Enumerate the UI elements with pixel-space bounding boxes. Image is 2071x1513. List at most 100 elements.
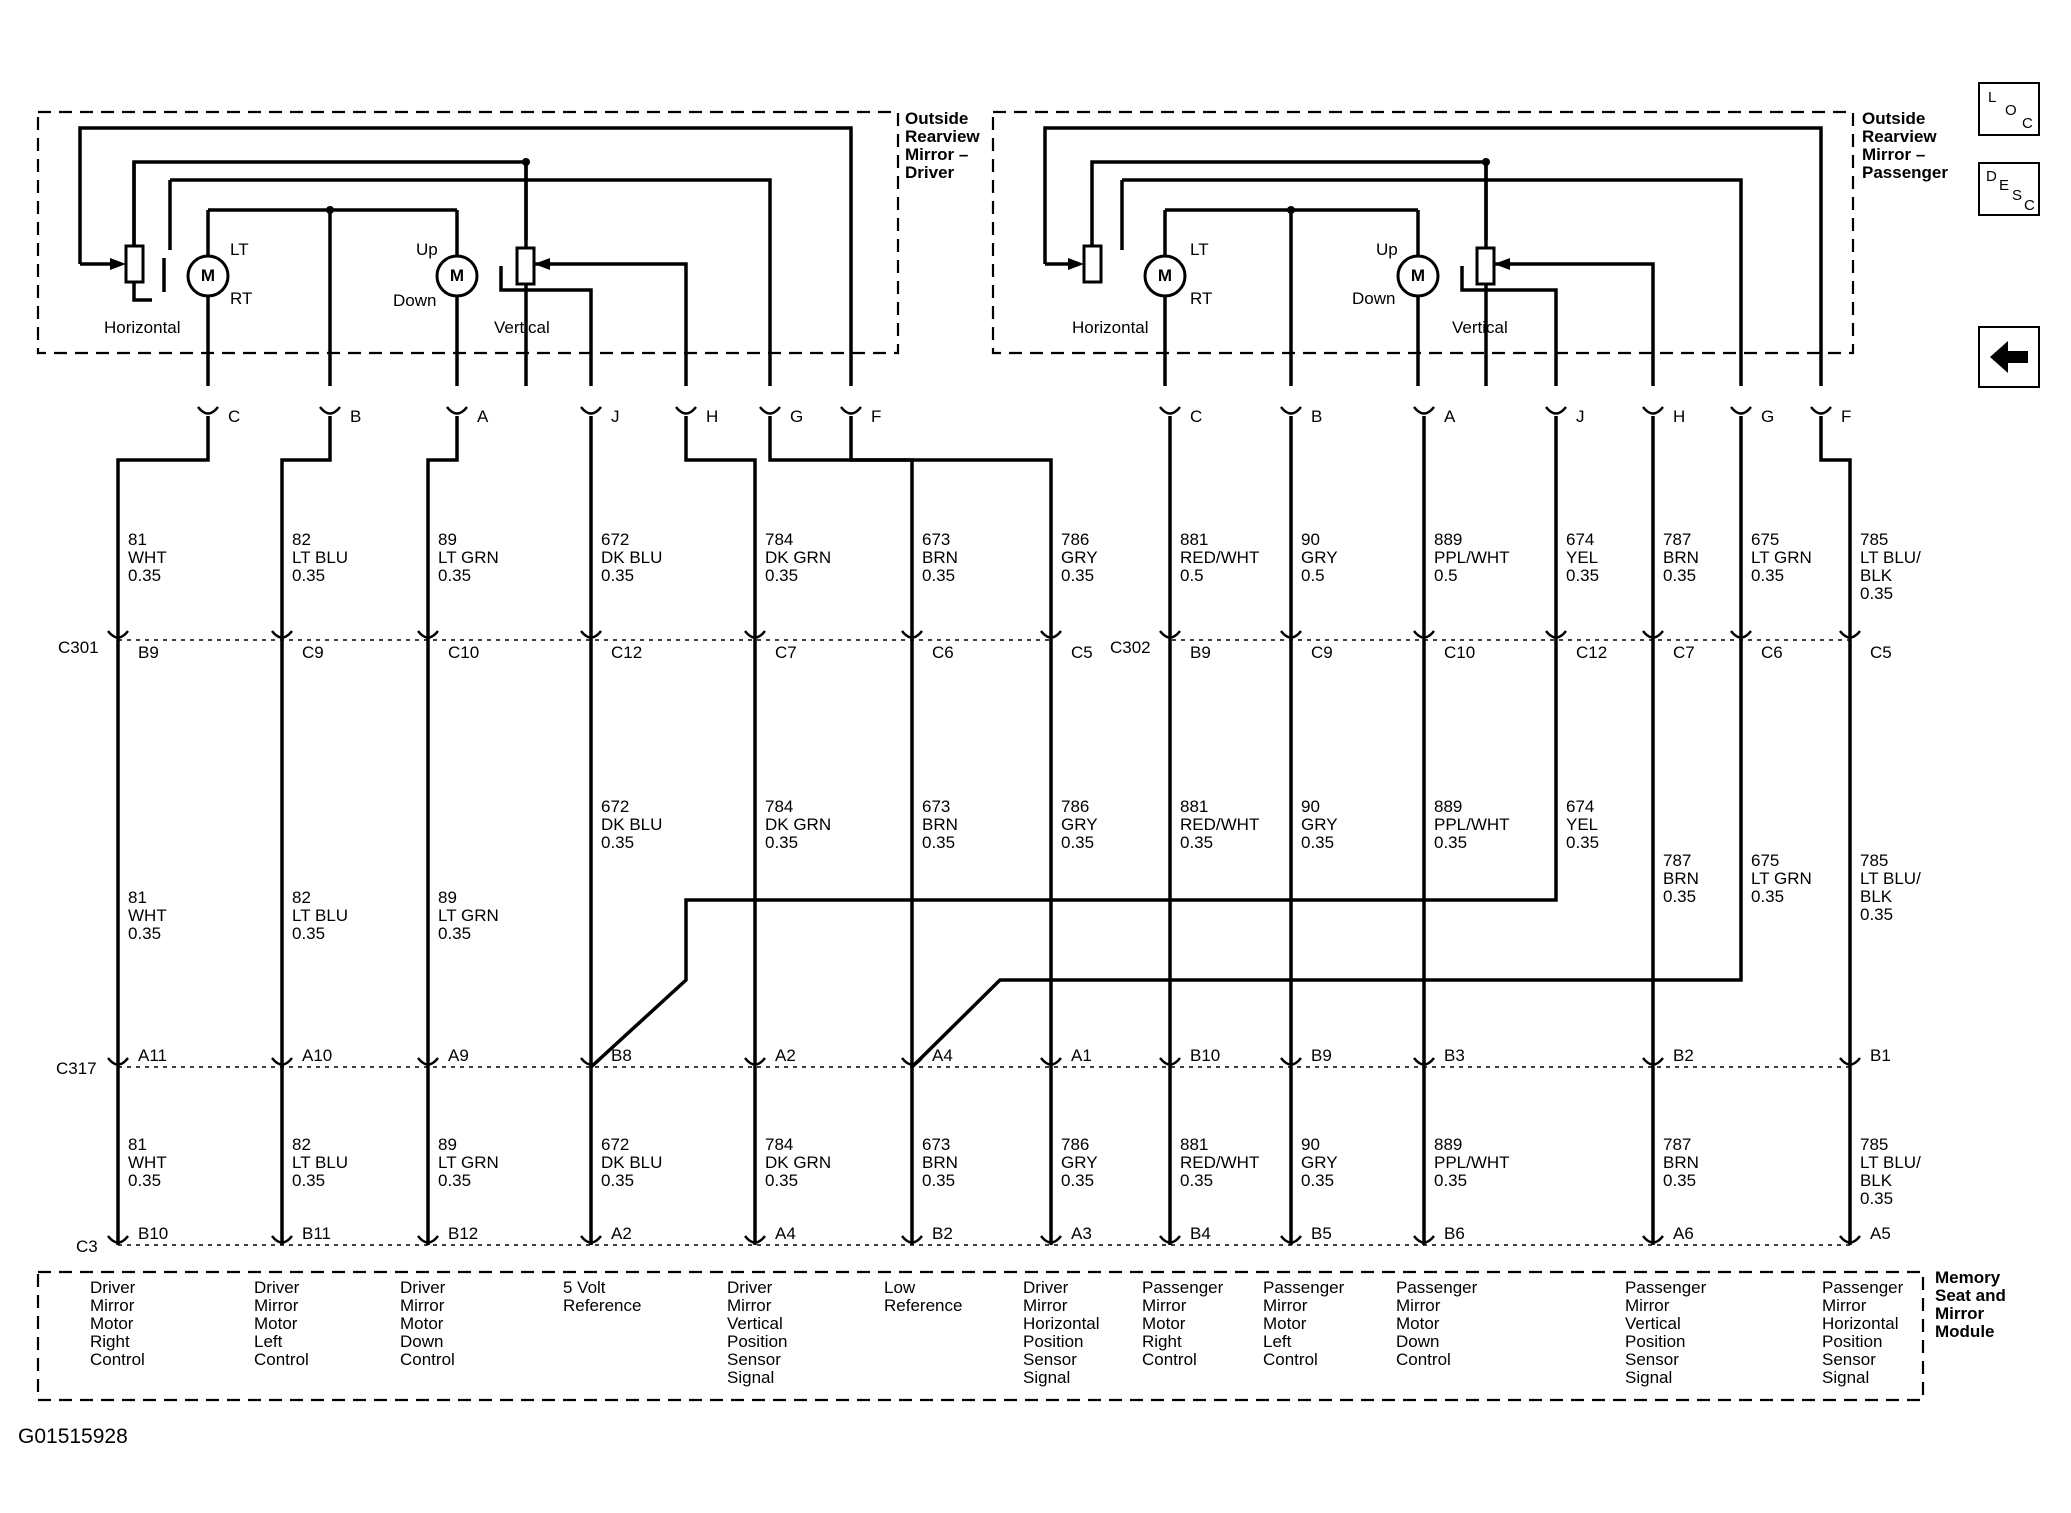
c30x-pin-label: C10 [448,643,479,662]
c317-terminal [1839,1057,1861,1066]
c3-terminal [1413,1235,1435,1244]
c317-terminal [1040,1057,1062,1066]
c30x-pin-label: C5 [1870,643,1892,662]
harness-wire-upper [426,416,459,640]
c30x-pin-label: C5 [1071,643,1093,662]
passenger-ud-motor [1396,254,1440,298]
c30x-pin-label: C6 [932,643,954,662]
c3-terminal [271,1235,293,1244]
c3-terminal [580,1235,602,1244]
c30x-pin-label: C12 [611,643,642,662]
c317-pin-label: B10 [1190,1046,1220,1065]
driver-ud-motor [435,254,479,298]
passenger-splice-dot [1287,206,1295,214]
c3-pin-label: B6 [1444,1224,1465,1243]
driver-lt-label: LT [230,240,249,259]
c30x-pin-label: B9 [138,643,159,662]
driver-vertical-label: Vertical [494,318,550,337]
driver-up-label: Up [416,240,438,259]
c317-terminal [417,1057,439,1066]
driver-horizontal-label: Horizontal [104,318,181,337]
connector-c317: C317 [56,1059,97,1078]
desc-letter-e: E [1999,177,2010,194]
driver-ud-motor-symbol: M [450,266,464,285]
mirror-pin-label: H [1673,407,1685,426]
c3-pin-label: B5 [1311,1224,1332,1243]
loc-letter-o: O [2005,102,2017,119]
c3-pin-label: B11 [302,1224,331,1243]
c30x-pin-label: C9 [1311,643,1333,662]
mirror-pin-label: G [790,407,803,426]
c30x-terminal [271,630,293,639]
passenger-rt-label: RT [1190,289,1212,308]
harness-wire-upper [768,416,914,640]
c30x-pin-label: C10 [1444,643,1475,662]
c3-pin-label: A2 [611,1224,632,1243]
c30x-terminal [1730,630,1752,639]
passenger-vertical-splice [1482,158,1490,166]
loc-letter-l: L [1988,89,1997,106]
mirror-pin-label: C [1190,407,1202,426]
c317-terminal [1642,1057,1664,1066]
c30x-terminal [744,630,766,639]
passenger-horizontal-sensor [1082,244,1103,284]
c317-terminal [271,1057,293,1066]
mirror-pin-label: C [228,407,240,426]
connector-c301: C301 [58,638,99,657]
passenger-down-label: Down [1352,289,1395,308]
desc-button[interactable]: D E S C [1978,162,2040,216]
driver-horizontal-arrow [110,258,126,270]
passenger-lr-motor-symbol: M [1158,266,1172,285]
driver-lr-motor [186,254,230,298]
driver-lr-motor-symbol: M [201,266,215,285]
passenger-horizontal-arrow [1068,258,1084,270]
c3-terminal [417,1235,439,1244]
c30x-pin-label: C7 [775,643,797,662]
connector-c3: C3 [76,1237,98,1256]
c30x-terminal [901,630,923,639]
c30x-terminal [1642,630,1664,639]
c317-terminal [744,1057,766,1066]
c3-pin-label: B10 [138,1224,168,1243]
mirror-pin-label: B [350,407,361,426]
c3-pin-label: A5 [1870,1224,1891,1243]
c3-terminal [1159,1235,1181,1244]
c317-terminal [107,1057,129,1066]
mirror-pin-symbol [1810,406,1832,415]
passenger-mirror-box [991,110,1855,355]
mirror-pin-label: H [706,407,718,426]
mirror-pin-symbol [675,406,697,415]
back-button[interactable] [1978,326,2040,388]
c317-pin-label: B8 [611,1046,632,1065]
mirror-pin-symbol [1545,406,1567,415]
loc-button[interactable]: L O C [1978,82,2040,136]
passenger-low-ref-wire [1122,178,1743,386]
c30x-terminal [1545,630,1567,639]
c3-pin-label: B2 [932,1224,953,1243]
